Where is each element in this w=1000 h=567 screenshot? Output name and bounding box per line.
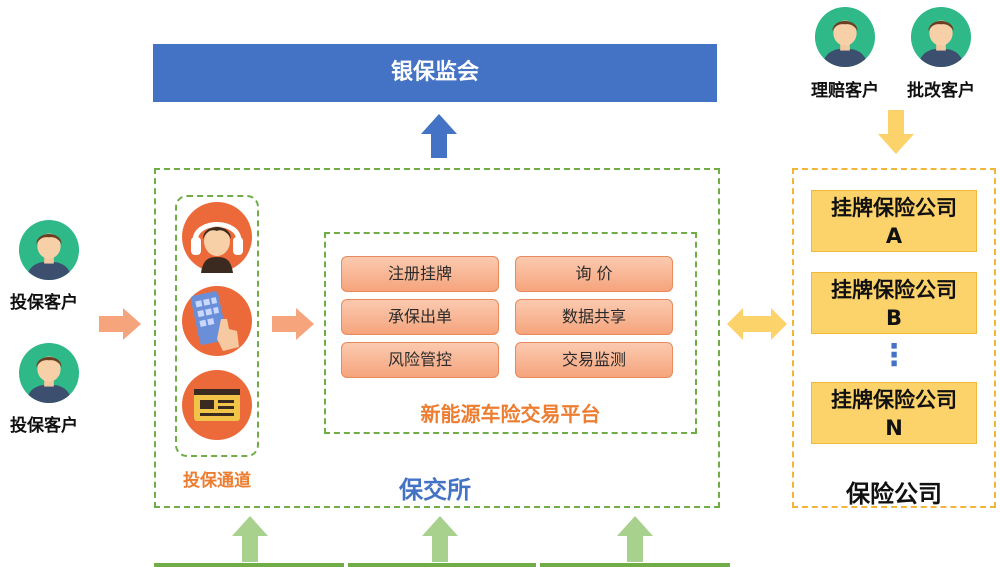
up-arrow-green-1	[232, 516, 268, 562]
insurer-id: N	[885, 416, 903, 440]
person-avatar-icon	[18, 342, 80, 404]
channel-label: 投保通道	[183, 471, 251, 491]
up-arrow-green-2	[422, 516, 458, 562]
channel-box	[175, 195, 259, 457]
client-label-endorsement: 批改客户	[907, 81, 975, 101]
listed-insurer-b: 挂牌保险公司 B	[811, 272, 977, 334]
insurer-name: 挂牌保险公司	[831, 196, 957, 220]
function-register-listing: 注册挂牌	[341, 256, 499, 292]
client-label-applicant-2: 投保客户	[10, 416, 78, 436]
person-avatar-icon	[18, 219, 80, 281]
person-avatar-icon	[814, 6, 876, 68]
up-arrow-green-3	[617, 516, 653, 562]
bottom-bar-1	[154, 563, 344, 567]
insurers-label: 保险公司	[846, 480, 942, 508]
insurer-name: 挂牌保险公司	[831, 278, 957, 302]
function-inquiry: 询 价	[515, 256, 673, 292]
mobile-phone-touch-icon	[182, 286, 252, 356]
bottom-bar-3	[540, 563, 730, 567]
exchange-label: 保交所	[399, 476, 471, 504]
down-arrow-into-insurers	[878, 110, 914, 154]
platform-box	[324, 232, 697, 434]
bottom-bar-2	[348, 563, 536, 567]
function-risk-control: 风险管控	[341, 342, 499, 378]
insurer-id: A	[885, 224, 903, 248]
right-arrow-into-platform	[272, 308, 314, 340]
person-avatar-icon	[910, 6, 972, 68]
function-data-sharing: 数据共享	[515, 299, 673, 335]
listed-insurer-n: 挂牌保险公司 N	[811, 382, 977, 444]
insurer-id: B	[885, 306, 902, 330]
regulator-banner: 银保监会	[153, 44, 717, 102]
function-underwriting: 承保出单	[341, 299, 499, 335]
insurer-name: 挂牌保险公司	[831, 388, 957, 412]
insurer-box	[792, 168, 996, 508]
listed-insurer-a: 挂牌保险公司 A	[811, 190, 977, 252]
web-window-icon	[182, 370, 252, 440]
right-arrow-into-channel	[99, 308, 141, 340]
platform-label: 新能源车险交易平台	[420, 402, 601, 426]
client-label-applicant-1: 投保客户	[10, 293, 78, 313]
client-label-claim: 理赔客户	[811, 81, 879, 101]
bidirectional-arrow	[727, 308, 787, 340]
exchange-box	[154, 168, 720, 508]
up-arrow-to-regulator	[421, 114, 457, 158]
insurer-ellipsis: ⋮	[879, 338, 909, 373]
function-transaction-monitoring: 交易监测	[515, 342, 673, 378]
customer-service-headset-icon	[182, 202, 252, 273]
